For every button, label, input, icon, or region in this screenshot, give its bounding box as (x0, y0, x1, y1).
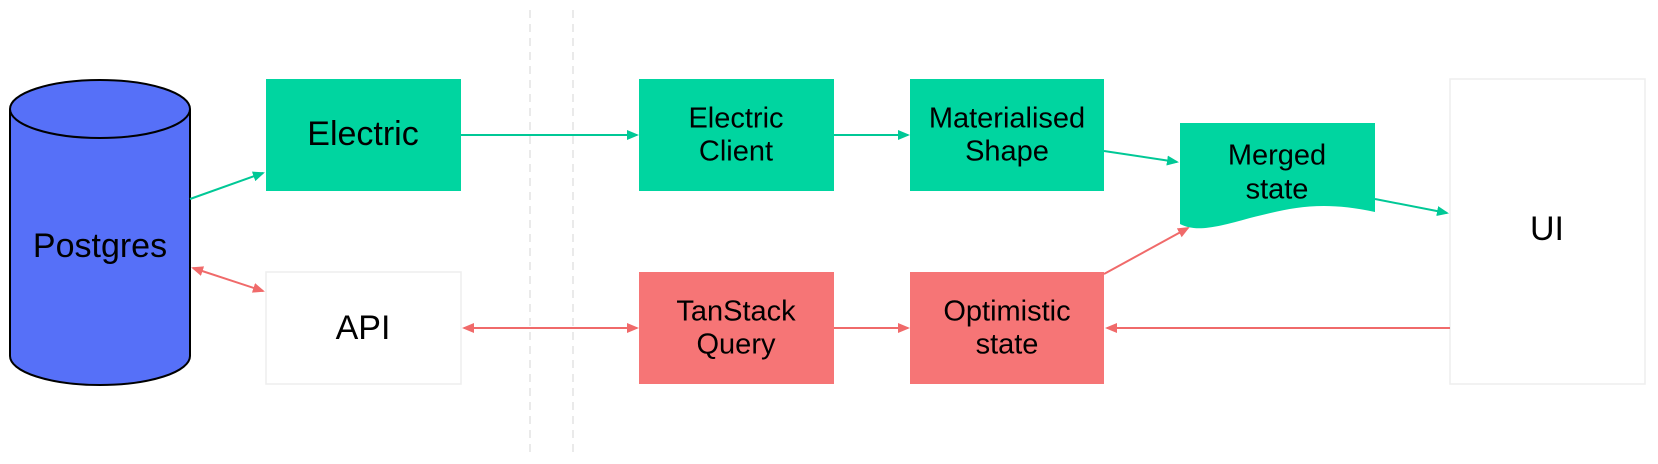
postgres-database: Postgres (9, 79, 191, 386)
postgres-cylinder-top (9, 79, 191, 139)
ui-box (1449, 78, 1646, 385)
ui-node: UI (1449, 78, 1646, 385)
materialised-shape-node: Materialised Shape (910, 79, 1104, 191)
tanstack-query-label-line2: Query (697, 329, 776, 361)
api-box (265, 271, 462, 385)
arrow-merged-state-to-ui (1374, 198, 1449, 216)
electric-label: Electric (307, 115, 418, 153)
merged-state-shape (1180, 123, 1375, 229)
arrow-postgres-api-bidirectional (191, 266, 265, 293)
tanstack-query-node: TanStack Query (639, 272, 834, 384)
ui-label: UI (1530, 210, 1564, 248)
merged-state-label-line2: state (1246, 174, 1309, 206)
tanstack-query-label-line1: TanStack (676, 296, 796, 328)
optimistic-state-label-line2: state (976, 329, 1039, 361)
electric-client-label-line2: Client (699, 136, 773, 168)
optimistic-state-label-line1: Optimistic (943, 296, 1070, 328)
materialised-shape-box (910, 79, 1104, 191)
electric-client-box (639, 79, 834, 191)
merged-state-node: Merged state (1180, 123, 1375, 229)
postgres-cylinder-body (9, 109, 191, 386)
arrow-optimistic-state-to-merged-state (1103, 227, 1190, 275)
merged-state-label-line1: Merged (1228, 140, 1326, 172)
arrow-materialised-shape-to-merged-state (1103, 150, 1179, 166)
electric-node: Electric (266, 79, 461, 191)
electric-box (266, 79, 461, 191)
api-label: API (336, 309, 391, 347)
optimistic-state-box (910, 272, 1104, 384)
tanstack-query-box (639, 272, 834, 384)
optimistic-state-node: Optimistic state (910, 272, 1104, 384)
electric-client-label-line1: Electric (688, 103, 783, 135)
api-node: API (265, 271, 462, 385)
electric-client-node: Electric Client (639, 79, 834, 191)
materialised-shape-label-line1: Materialised (929, 103, 1085, 135)
materialised-shape-label-line2: Shape (965, 136, 1049, 168)
arrow-postgres-to-electric (189, 171, 265, 200)
postgres-label: Postgres (33, 227, 167, 265)
